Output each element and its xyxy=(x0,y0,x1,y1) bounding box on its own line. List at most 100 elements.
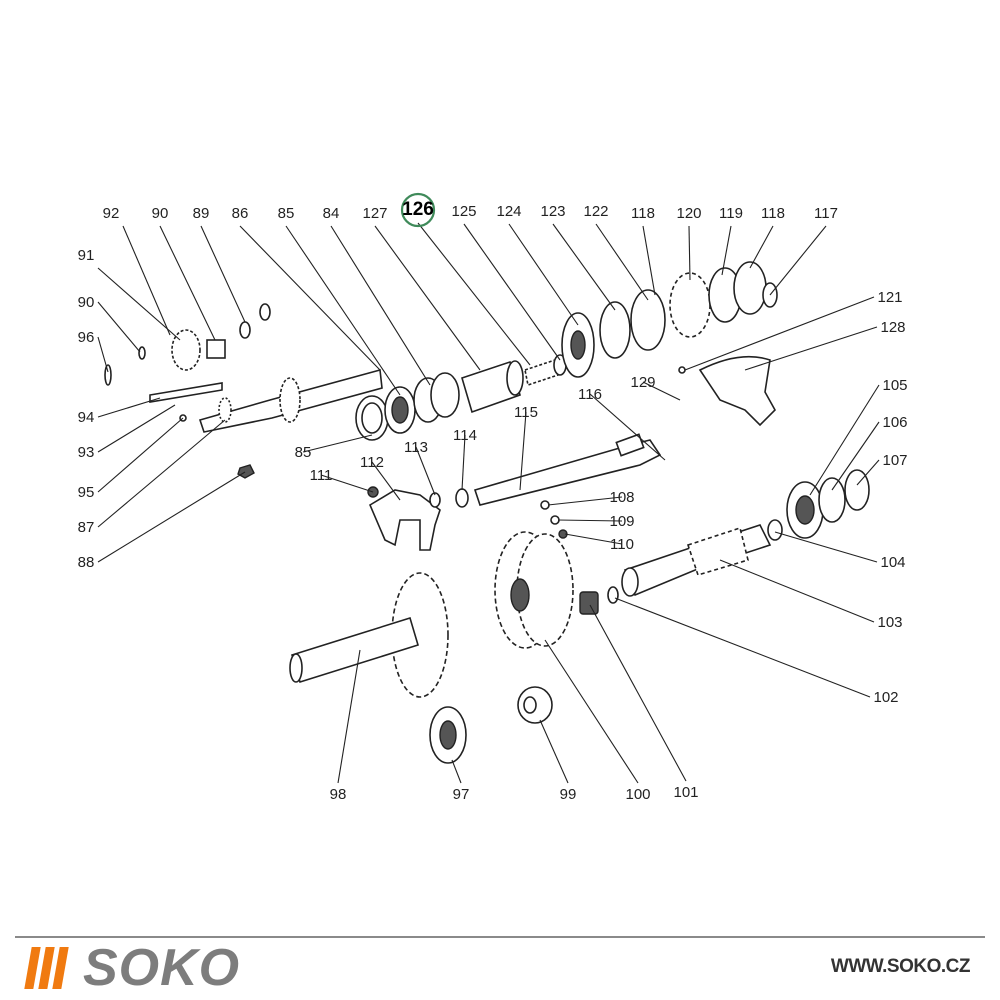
leader-line-84 xyxy=(330,225,431,386)
leader-line-113 xyxy=(415,446,436,496)
part-label-100: 100 xyxy=(625,786,650,803)
leader-line-115 xyxy=(519,411,527,491)
part-label-121: 121 xyxy=(877,289,902,306)
part-label-96: 96 xyxy=(78,329,95,346)
part-label-117: 117 xyxy=(814,205,838,222)
part-label-97: 97 xyxy=(453,786,470,803)
leader-line-100 xyxy=(544,639,639,784)
leader-line-120 xyxy=(688,225,691,281)
leader-line-123 xyxy=(552,223,616,311)
leader-line-88 xyxy=(97,471,246,563)
leader-line-108 xyxy=(547,496,623,506)
part-label-125: 125 xyxy=(451,203,476,220)
part-label-127: 127 xyxy=(362,205,387,222)
leader-line-110 xyxy=(564,533,623,545)
leader-line-111 xyxy=(320,474,374,493)
leader-line-90 xyxy=(97,301,141,353)
leader-line-99 xyxy=(539,719,569,784)
part-label-94: 94 xyxy=(78,409,95,426)
leader-line-109 xyxy=(557,519,623,522)
part-label-95: 95 xyxy=(78,484,95,501)
logo-bars-icon xyxy=(24,947,69,989)
part-label-89: 89 xyxy=(193,205,210,222)
part-label-126: 126 xyxy=(402,199,434,220)
part-label-99: 99 xyxy=(560,786,577,803)
soko-logo: SOKO xyxy=(24,939,241,997)
leader-line-94 xyxy=(97,397,161,418)
leader-line-103 xyxy=(719,559,875,623)
leader-line-106 xyxy=(831,421,880,491)
part-label-85: 85 xyxy=(278,205,295,222)
part-label-90: 90 xyxy=(78,294,95,311)
part-label-120: 120 xyxy=(676,205,701,222)
leader-line-93 xyxy=(97,404,176,453)
part-label-105: 105 xyxy=(882,377,907,394)
leader-line-105 xyxy=(809,384,880,496)
part-label-102: 102 xyxy=(873,689,898,706)
leader-line-114 xyxy=(461,434,466,491)
part-label-118: 118 xyxy=(761,205,785,222)
leader-line-102 xyxy=(614,597,871,698)
part-label-110: 110 xyxy=(610,536,634,553)
leader-line-96 xyxy=(97,336,109,373)
leader-line-97 xyxy=(451,759,462,784)
part-label-128: 128 xyxy=(880,319,905,336)
leader-line-127 xyxy=(374,225,481,371)
leader-line-101 xyxy=(589,604,687,782)
part-label-103: 103 xyxy=(877,614,902,631)
leader-line-92 xyxy=(122,225,171,336)
part-label-85: 85 xyxy=(295,444,312,461)
highlight-circle xyxy=(400,192,436,228)
leader-line-122 xyxy=(595,223,649,301)
leader-line-125 xyxy=(463,223,561,361)
brand-name: SOKO xyxy=(83,939,241,997)
part-label-122: 122 xyxy=(583,203,608,220)
part-label-109: 109 xyxy=(609,513,634,530)
part-label-98: 98 xyxy=(330,786,347,803)
part-label-86: 86 xyxy=(232,205,249,222)
leader-line-117 xyxy=(769,225,827,296)
part-label-92: 92 xyxy=(103,205,120,222)
leader-line-104 xyxy=(774,531,878,563)
leader-line-118 xyxy=(642,225,656,296)
part-label-124: 124 xyxy=(496,203,521,220)
part-label-104: 104 xyxy=(880,554,905,571)
footer-divider xyxy=(15,936,985,938)
part-label-118: 118 xyxy=(631,205,655,222)
part-label-108: 108 xyxy=(609,489,634,506)
leader-line-121 xyxy=(684,296,875,371)
leader-line-118 xyxy=(749,225,774,269)
website-url[interactable]: WWW.SOKO.CZ xyxy=(830,956,971,977)
leader-line-129 xyxy=(642,381,681,401)
leader-line-85 xyxy=(285,225,401,396)
leader-line-89 xyxy=(200,225,246,323)
leader-line-112 xyxy=(371,461,401,501)
part-label-129: 129 xyxy=(630,374,655,391)
leader-line-86 xyxy=(239,225,381,371)
leader-line-85 xyxy=(302,434,373,453)
leader-line-90 xyxy=(159,225,216,341)
leader-line-128 xyxy=(744,326,878,371)
part-label-93: 93 xyxy=(78,444,95,461)
parts-drawing xyxy=(104,261,870,764)
part-label-116: 116 xyxy=(578,386,602,403)
part-label-112: 112 xyxy=(360,454,384,471)
part-label-88: 88 xyxy=(78,554,95,571)
leader-line-119 xyxy=(721,225,732,276)
part-label-123: 123 xyxy=(540,203,565,220)
part-label-87: 87 xyxy=(78,519,95,536)
part-label-84: 84 xyxy=(323,205,340,222)
leader-line-107 xyxy=(856,459,880,486)
part-label-115: 115 xyxy=(514,404,538,421)
leader-line-126 xyxy=(417,222,531,366)
leader-lines xyxy=(97,222,880,784)
leader-line-91 xyxy=(97,267,181,341)
part-label-91: 91 xyxy=(78,247,95,264)
leader-line-98 xyxy=(337,649,361,784)
part-label-114: 114 xyxy=(453,427,477,444)
leader-line-124 xyxy=(508,223,579,326)
leader-line-95 xyxy=(97,417,184,493)
part-label-113: 113 xyxy=(404,439,428,456)
